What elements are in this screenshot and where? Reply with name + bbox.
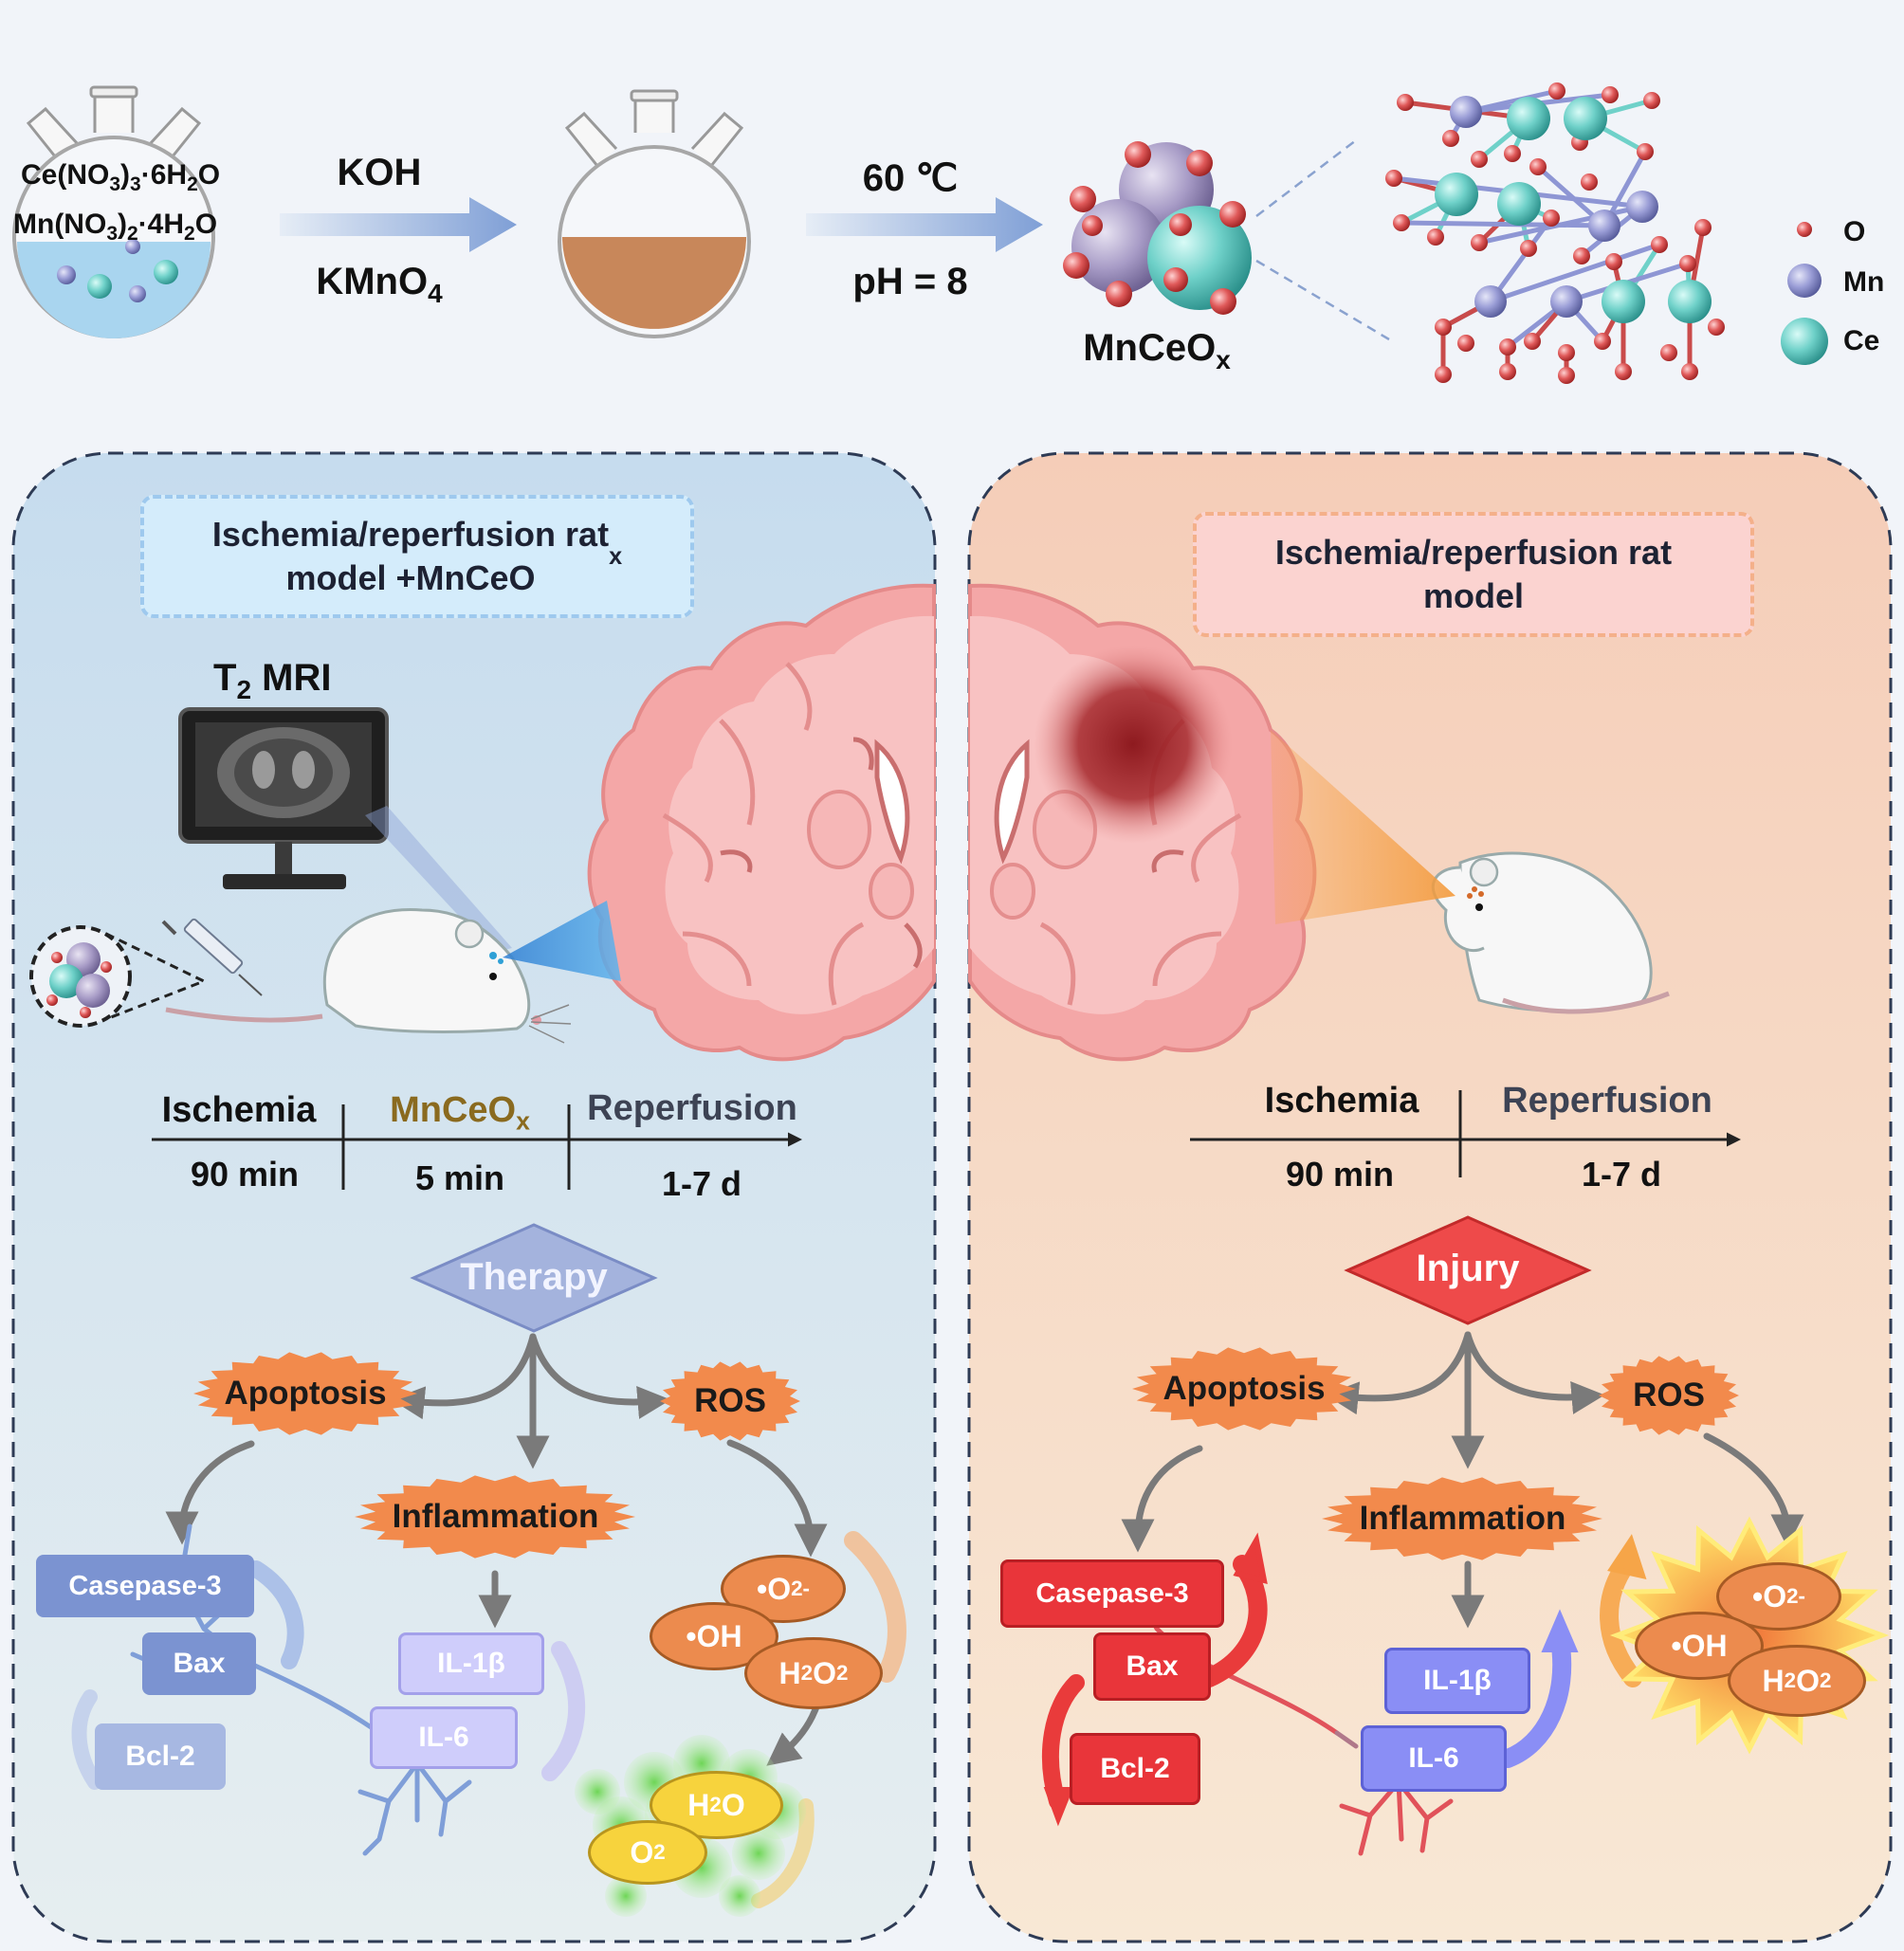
brain-left-half [587, 583, 936, 1062]
ros-burst-right-label: ROS [1633, 1377, 1705, 1413]
particle-zoom [46, 942, 112, 1018]
mnceox-particle [1063, 141, 1252, 315]
marker-il6-left: IL-6 [370, 1706, 518, 1769]
marker-bcl2-right: Bcl-2 [1070, 1733, 1200, 1805]
legend-ce-ball [1781, 318, 1828, 365]
therapy-label: Therapy [460, 1256, 608, 1298]
timeline-right-duration-1: 1-7 d [1581, 1155, 1662, 1194]
ros-burst-left: ROS [694, 1382, 766, 1419]
legend-o-label: O [1843, 216, 1866, 247]
marker-bcl2-left: Bcl-2 [95, 1723, 226, 1790]
injury-diamond [1344, 1215, 1592, 1325]
legend-mn-label: Mn [1843, 266, 1885, 298]
timeline-left-phase-1: MnCeOx [390, 1090, 530, 1136]
flask-precursor [12, 85, 215, 338]
therapy-diamond [410, 1223, 658, 1333]
brain-right-half [968, 583, 1317, 1062]
burst-shapes [193, 1347, 1739, 1560]
injury-label: Injury [1416, 1248, 1520, 1289]
brain-beam-right [1271, 730, 1455, 924]
timeline-right-axis [1190, 1090, 1741, 1177]
pathway-arrows-left [165, 1333, 829, 1766]
marker-bax-right: Bax [1093, 1632, 1211, 1701]
apoptosis-burst-right: Apoptosis [1163, 1370, 1326, 1407]
zoom-line-top [1255, 139, 1357, 217]
neuron-right-inflammation [1339, 1779, 1454, 1856]
reagent-bottom-label: KMnO4 [316, 261, 443, 308]
mri-label: T2 MRI [213, 657, 332, 704]
product-label: MnCeOx [1083, 327, 1231, 374]
syringe [161, 918, 263, 996]
marker-il6-right: IL-6 [1361, 1725, 1507, 1792]
arrow-step1 [280, 197, 517, 252]
legend-mn-ball [1787, 264, 1822, 298]
condition-top-label: 60 ℃ [862, 157, 959, 199]
indicator-arrows-left [71, 1531, 906, 1908]
arrow-step2 [806, 197, 1043, 252]
indicator-arrows-right [1041, 1532, 1647, 1827]
marker-il1b-right: IL-1β [1384, 1648, 1530, 1714]
precursor-mn-label: Mn(NO3)2·4H2O [13, 209, 218, 245]
apoptosis-burst-left: Apoptosis [224, 1375, 387, 1412]
timeline-right-phase-0: Ischemia [1264, 1081, 1419, 1121]
timeline-left-duration-1: 5 min [414, 1158, 505, 1197]
mri-beam [365, 806, 512, 953]
timeline-left-phase-2: Reperfusion [587, 1088, 797, 1128]
inflammation-burst-right: Inflammation [1359, 1500, 1566, 1537]
legend-o-ball [1797, 222, 1812, 237]
marker-il1b-left: IL-1β [398, 1632, 544, 1695]
marker-caspase3-left: Casepase-3 [36, 1555, 254, 1617]
marker-caspase3-right: Casepase-3 [1000, 1559, 1224, 1628]
timeline-left-duration-0: 90 min [190, 1155, 300, 1194]
mri-monitor [178, 707, 389, 889]
precursor-ce-label: Ce(NO3)3·6H2O [21, 159, 221, 195]
flask-reaction [558, 89, 751, 338]
zoom-line-bottom [1255, 259, 1390, 341]
rat-treated [165, 908, 572, 1044]
legend-ce-label: Ce [1843, 325, 1880, 356]
timeline-left-phase-0: Ischemia [161, 1090, 317, 1130]
crystal-lattice [1385, 82, 1725, 384]
condition-bottom-label: pH = 8 [852, 261, 968, 302]
pathway-arrows-right [1121, 1331, 1804, 1629]
marker-bax-left: Bax [142, 1632, 256, 1695]
reagent-top-label: KOH [337, 152, 422, 193]
timeline-left-axis [152, 1104, 802, 1190]
inflammation-burst-left: Inflammation [392, 1498, 599, 1535]
timeline-left-duration-2: 1-7 d [661, 1164, 742, 1203]
particle-zoom-lines [105, 932, 208, 1021]
timeline-right-phase-1: Reperfusion [1502, 1081, 1712, 1121]
brain-beam-left [503, 901, 621, 981]
ischemic-lesion [1034, 645, 1233, 844]
timeline-right-duration-0: 90 min [1285, 1155, 1395, 1194]
